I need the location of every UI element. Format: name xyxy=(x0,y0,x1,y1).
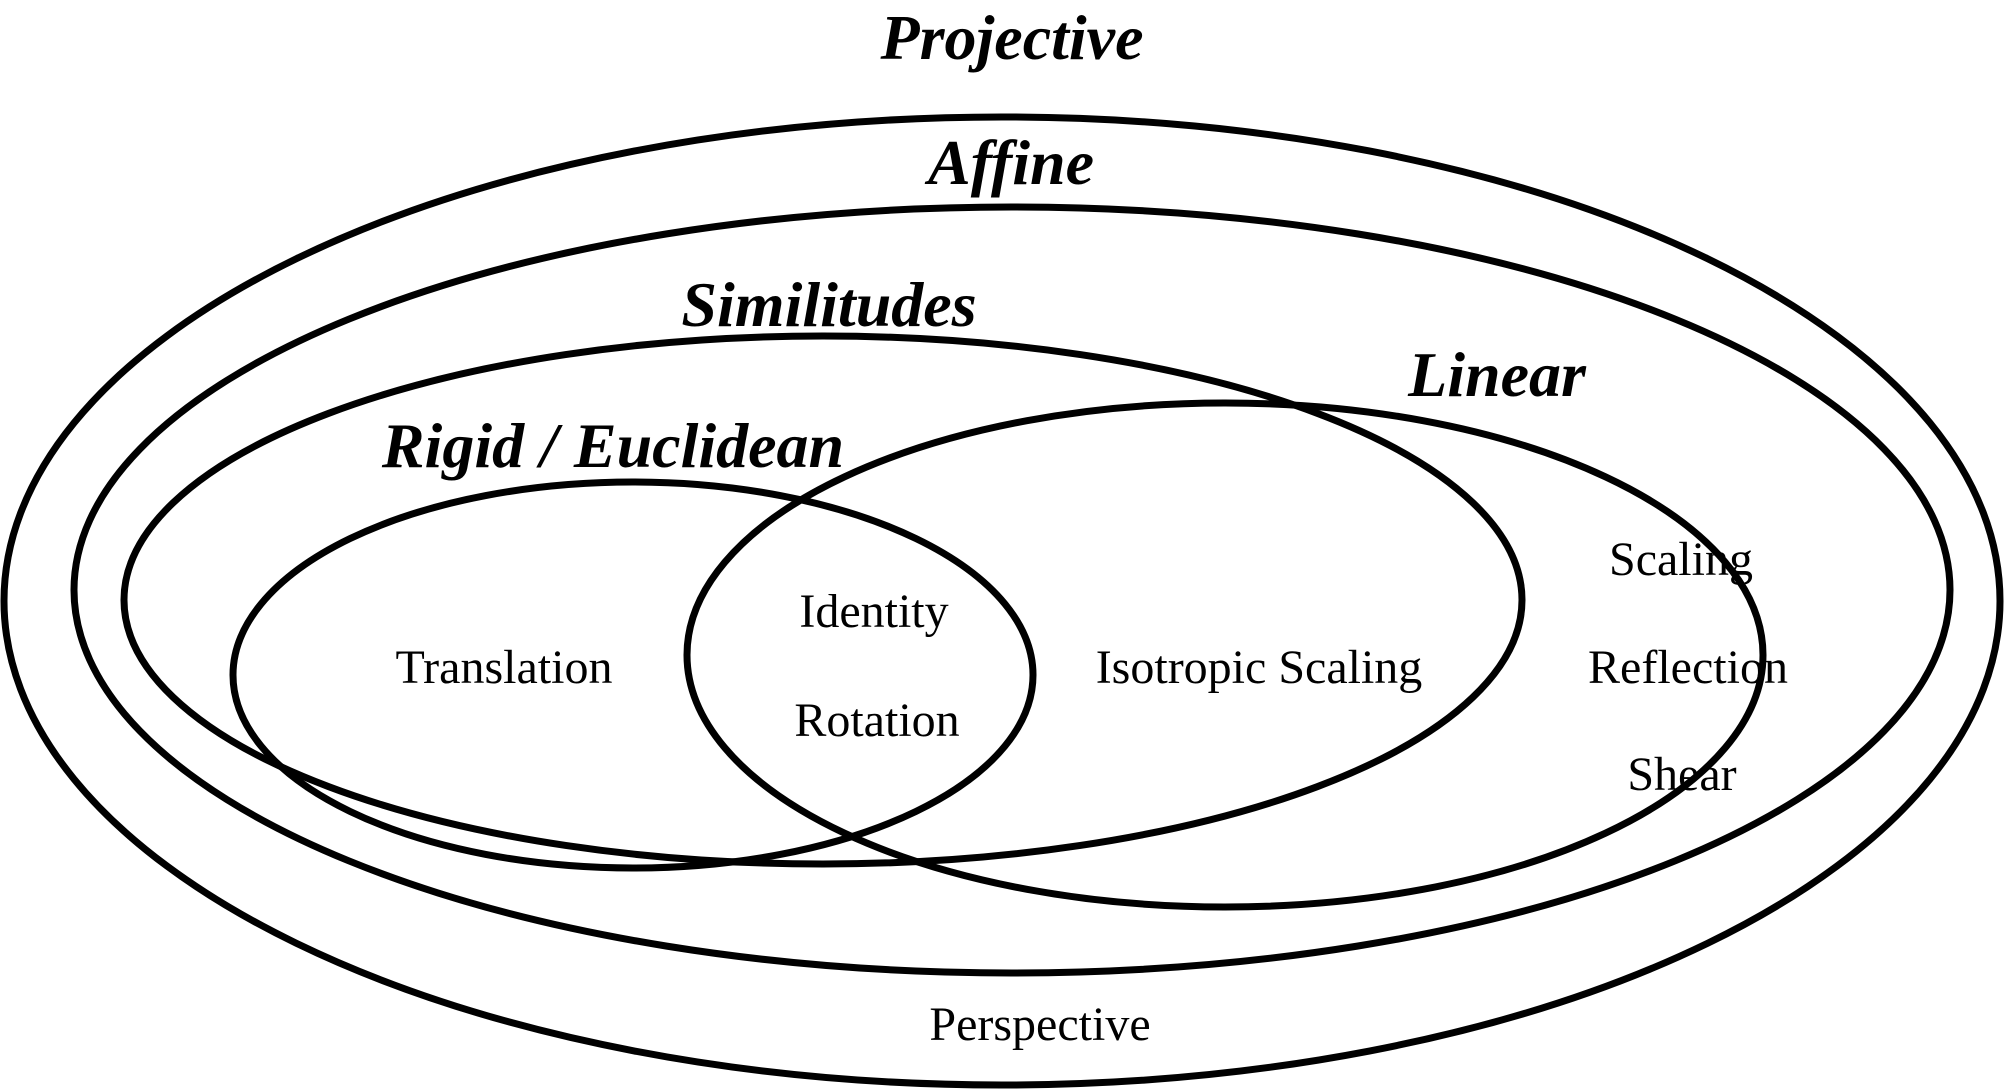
rigid-euclidean-set-ellipse xyxy=(229,478,1037,872)
member-rotation: Rotation xyxy=(794,694,959,747)
member-shear: Shear xyxy=(1627,748,1736,801)
similitudes-set-ellipse xyxy=(120,332,1526,868)
member-isotropic-scaling: Isotropic Scaling xyxy=(1096,641,1423,694)
linear-set-ellipse xyxy=(683,399,1767,911)
projective-set-ellipse xyxy=(0,113,2004,1089)
member-translation: Translation xyxy=(396,641,613,694)
member-perspective: Perspective xyxy=(929,998,1150,1051)
rigid-euclidean-title: Rigid / Euclidean xyxy=(381,410,844,481)
member-reflection: Reflection xyxy=(1588,641,1788,694)
linear-title: Linear xyxy=(1407,339,1587,410)
member-identity: Identity xyxy=(799,585,948,638)
projective-title: Projective xyxy=(880,2,1144,73)
affine-title: Affine xyxy=(924,127,1094,198)
affine-set-ellipse xyxy=(70,203,1954,977)
similitudes-title: Similitudes xyxy=(681,269,976,340)
member-scaling: Scaling xyxy=(1609,533,1753,586)
